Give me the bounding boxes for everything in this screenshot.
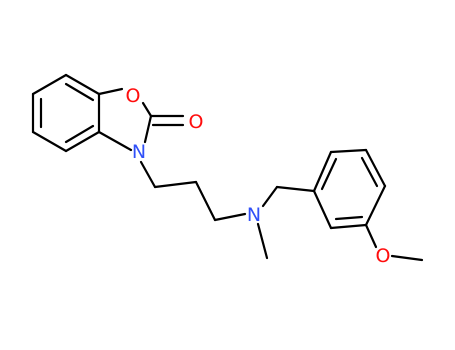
bond-ch2b-ch2c <box>194 180 217 222</box>
bond-ch2c-n2 <box>213 212 247 222</box>
bond-n2-benzyl <box>261 185 279 208</box>
bond-n1-ch2a <box>139 160 157 189</box>
bond-r6-r1 <box>312 189 333 230</box>
bond-r2-r3 <box>329 148 368 154</box>
bond-n1-c6 <box>97 130 133 152</box>
ring-oxygen-label: O <box>126 85 141 107</box>
bond-c4-c5 <box>31 130 68 153</box>
bond-r5-r6 <box>329 223 368 230</box>
bond-c7-n1 <box>143 114 153 144</box>
amine-nitrogen-label: N <box>247 204 261 226</box>
bond-o1-c7 <box>141 101 153 118</box>
bond-o3-methyl <box>390 254 424 262</box>
bond-r1-r2-inner <box>320 157 338 191</box>
bond-r4-r5 <box>364 184 387 227</box>
bond-c1-c2 <box>64 73 101 96</box>
bond-c1-c2-inner <box>64 82 95 102</box>
bond-benzyl-ring <box>275 185 316 193</box>
bond-r1-r2 <box>312 150 333 193</box>
ring-nitrogen-label: N <box>132 141 146 163</box>
atom-labels: O O N N O <box>126 85 391 267</box>
bond-n2-methyl <box>256 222 269 260</box>
bond-c5-c6 <box>64 130 101 153</box>
methoxy-oxygen-label: O <box>376 245 391 267</box>
bonds <box>31 73 424 262</box>
bond-r5-r6-inner <box>334 215 364 221</box>
bond-r3-r4-inner <box>360 156 379 188</box>
bond-r3-r4 <box>364 148 387 188</box>
bond-r5-o3 <box>364 223 378 249</box>
bond-c1-o1 <box>97 87 124 96</box>
bond-ch2a-ch2b <box>153 180 198 189</box>
bond-c5-c6-inner <box>64 124 95 144</box>
bond-c2-c3 <box>31 73 68 96</box>
carbonyl-oxygen-label: O <box>189 111 204 133</box>
